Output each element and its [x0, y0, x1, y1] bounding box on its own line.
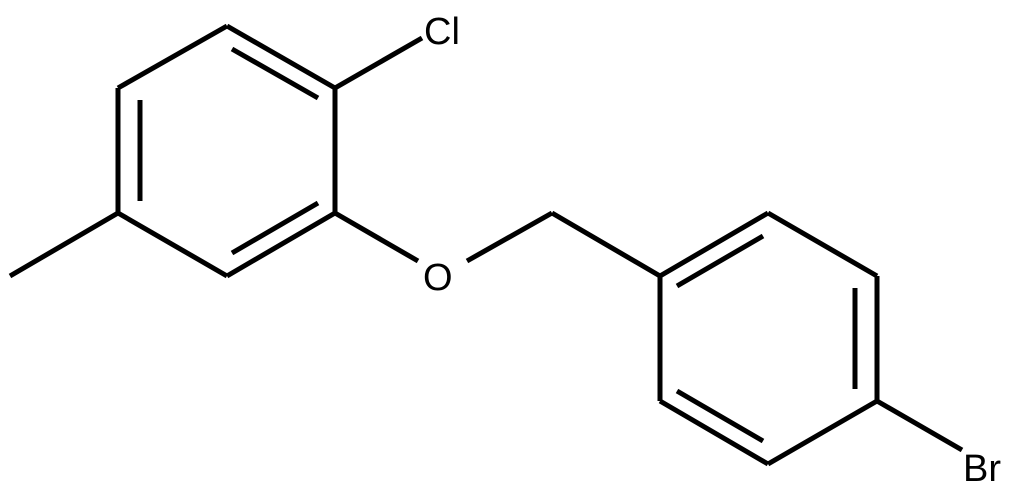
bond-b-upper-right — [766, 210, 879, 279]
bond-b-upper — [658, 210, 770, 279]
bond-a-lower-left — [116, 210, 229, 279]
bond-a-lower-right-inner — [230, 200, 320, 256]
ether-bond-ch2 — [465, 210, 554, 264]
ring-a — [115, 23, 338, 279]
methyl-bond — [8, 210, 120, 279]
bond-b-lower-left-inner — [675, 388, 765, 444]
bromine-bond — [875, 398, 964, 453]
bond-b-upper-inner — [675, 233, 765, 289]
bond-a-top — [225, 23, 337, 91]
bond-a-top-inner — [230, 46, 320, 101]
bond-a-upper-left — [116, 23, 229, 91]
bond-b-lower-left — [658, 398, 770, 467]
chlorine-label: Cl — [424, 11, 460, 53]
bond-a-lower-right — [225, 210, 337, 279]
oxygen-label: O — [423, 257, 453, 299]
ring-b — [657, 210, 880, 467]
ch2-ring-b-bond — [550, 210, 662, 279]
ether-bond-ring-a — [333, 210, 420, 264]
bromine-label: Br — [963, 448, 1001, 490]
bond-b-lower-right — [766, 398, 879, 467]
chlorine-bond — [333, 35, 424, 91]
